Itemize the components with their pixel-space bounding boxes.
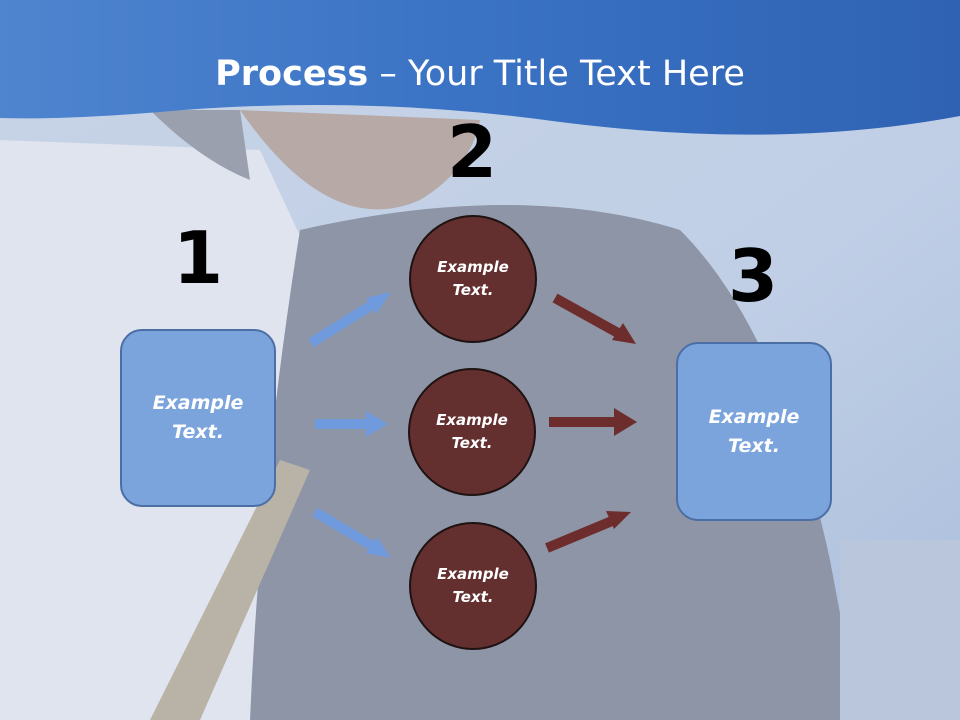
arrowhead-to-circle-1 — [366, 292, 391, 314]
arrow-from-circle-1 — [552, 293, 621, 338]
step-number-1: 1 — [172, 216, 224, 300]
circle-2-text: Example Text. — [436, 411, 508, 452]
circle-2: Example Text. — [408, 368, 536, 496]
arrowhead-from-circle-3 — [606, 511, 631, 529]
title-rest: – Your Title Text Here — [368, 54, 745, 94]
left-box: Example Text. — [120, 329, 276, 507]
left-box-text: Example Text. — [152, 392, 244, 443]
step-number-2: 2 — [446, 110, 498, 194]
arrow-to-circle-3 — [312, 507, 375, 551]
circle-3-text: Example Text. — [437, 565, 509, 606]
arrowhead-from-circle-1 — [612, 323, 636, 344]
arrowhead-to-circle-3 — [366, 537, 391, 558]
brown-arrows — [545, 293, 637, 553]
arrow-from-circle-3 — [545, 516, 614, 553]
circle-3: Example Text. — [409, 522, 537, 650]
title-bold: Process — [215, 54, 369, 94]
slide-title: Process – Your Title Text Here — [0, 52, 960, 96]
circle-1-text: Example Text. — [437, 258, 509, 299]
circle-1: Example Text. — [409, 215, 537, 343]
right-box: Example Text. — [676, 342, 832, 521]
arrowhead-from-circle-2 — [614, 408, 637, 436]
blue-arrows — [308, 292, 391, 558]
right-box-text: Example Text. — [708, 405, 800, 457]
arrow-to-circle-1 — [308, 300, 375, 348]
arrowhead-to-circle-2 — [366, 411, 388, 437]
step-number-3: 3 — [727, 234, 779, 318]
